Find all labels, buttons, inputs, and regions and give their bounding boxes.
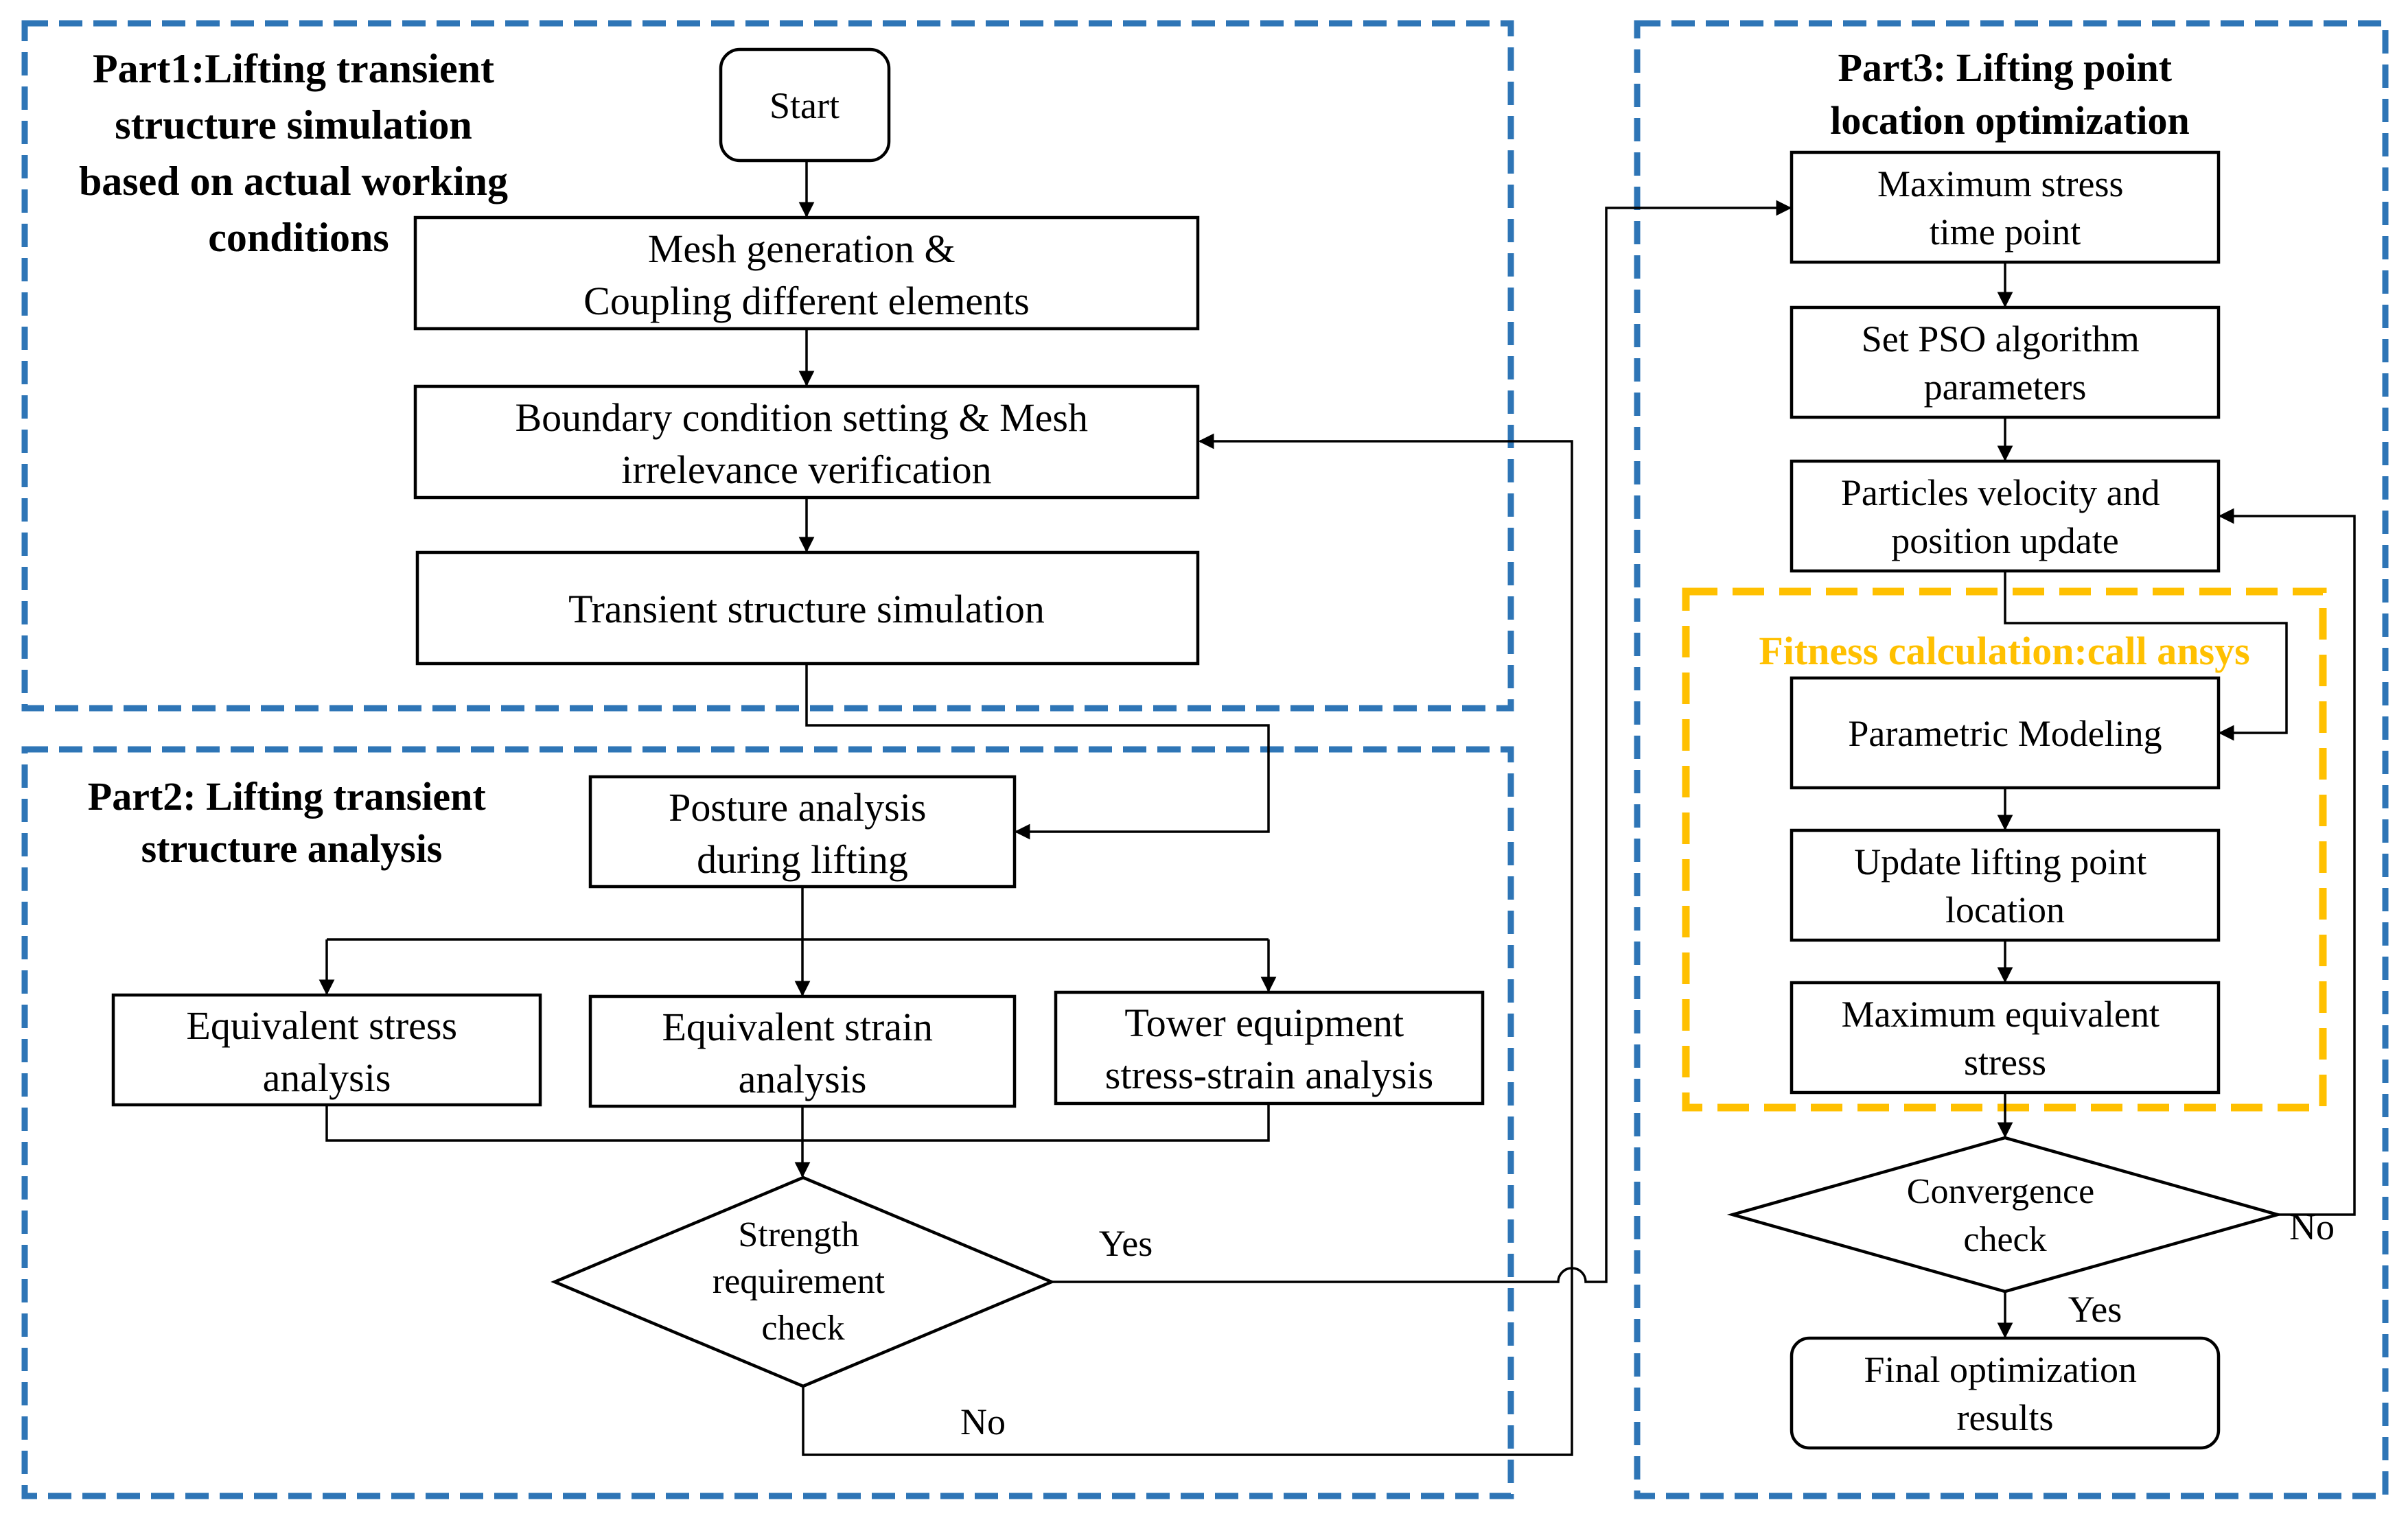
equivalent-strain-label: Equivalent strain analysis: [662, 1005, 942, 1101]
part1-title: Part1:Lifting transient structure simula…: [79, 46, 518, 260]
edge-label-no-convergence: No: [2289, 1206, 2335, 1248]
transient-simulation-label: Transient structure simulation: [568, 587, 1045, 631]
part2-title: Part2: Lifting transient structure analy…: [88, 774, 496, 871]
part2-frame: [21, 746, 1514, 1499]
part3-title: Part3: Lifting point location optimizati…: [1830, 45, 2190, 143]
edge-label-yes-strength: Yes: [1099, 1223, 1153, 1264]
start-label: Start: [769, 85, 840, 126]
arrow-convergence-no-loop: [2218, 508, 2356, 1216]
particles-update-label: Particles velocity and position update: [1841, 472, 2169, 561]
arrow-no-back-to-boundary: [802, 433, 1573, 1456]
convergence-check-label: Convergence check: [1907, 1172, 2103, 1259]
start-node: [719, 47, 891, 163]
edge-label-no-strength: No: [960, 1401, 1006, 1442]
arrow-yes-to-part3: [1052, 200, 1792, 1283]
posture-analysis-label: Posture analysis during lifting: [669, 785, 936, 882]
part3-frame: [1634, 20, 2389, 1499]
arrow-particles-to-param: [2004, 571, 2288, 741]
equivalent-stress-label: Equivalent stress analysis: [186, 1003, 467, 1100]
parametric-modeling-label: Parametric Modeling: [1848, 713, 2162, 754]
boundary-condition-label: Boundary condition setting & Mesh irrele…: [516, 395, 1098, 492]
tower-equipment-label: Tower equipment stress-strain analysis: [1105, 1001, 1433, 1097]
tower-equipment-box: [1054, 990, 1485, 1106]
max-equivalent-stress-label: Maximum equivalent stress: [1842, 994, 2169, 1083]
max-stress-time-label: Maximum stress time point: [1877, 163, 2133, 253]
pso-parameters-label: Set PSO algorithm parameters: [1862, 318, 2149, 408]
equivalent-stress-box: [111, 993, 542, 1107]
update-lifting-point-label: Update lifting point location: [1854, 841, 2155, 931]
mesh-generation-label: Mesh generation & Coupling different ele…: [583, 226, 1030, 323]
edge-label-yes-convergence: Yes: [2068, 1289, 2122, 1330]
part1-frame: [21, 20, 1514, 712]
strength-check-label: Strength requirement check: [713, 1215, 894, 1348]
update-lifting-point-box: [1790, 828, 2221, 942]
boundary-condition-box: [413, 384, 1200, 500]
transient-simulation-box: [415, 550, 1200, 666]
convergence-check-diamond: [1726, 1136, 2284, 1294]
mesh-generation-box: [413, 215, 1200, 331]
line-merge-left: [325, 1103, 1270, 1142]
particles-update-box: [1790, 459, 2221, 573]
arrow-transient-to-posture: [805, 664, 1270, 840]
final-results-label: Final optimization results: [1864, 1349, 2146, 1438]
fitness-title: Fitness calculation:call ansys: [1759, 629, 2249, 673]
